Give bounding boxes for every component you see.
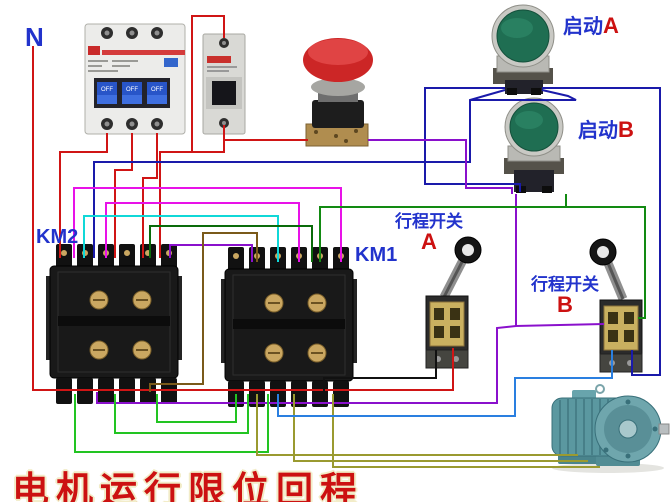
magenta-loop-inner-wire [105, 202, 300, 262]
breaker-red-stripe [102, 50, 185, 55]
breaker-top-loop-wire [191, 15, 225, 152]
start-a-left-wire [93, 89, 506, 258]
limit-switch-a[interactable] [425, 236, 482, 369]
green-to-limit-b-wire [566, 206, 646, 319]
limit-a-label: 行程开关 A [391, 207, 467, 254]
start-a-label-letter: A [603, 13, 619, 38]
breaker-spec-text-lines [88, 58, 178, 72]
start-a-label-text: 启动 [563, 16, 603, 38]
phase-wire-2 [114, 133, 133, 258]
breaker-toggles[interactable]: OFF OFF OFF [94, 78, 170, 108]
cyan-loop-wire [83, 215, 279, 262]
contactor-km1 [221, 247, 357, 407]
breaker-off-label: OFF [126, 87, 138, 93]
page-title: 电机运行限位回程 [12, 468, 364, 502]
phase-wire-1 [59, 133, 108, 258]
stop-to-start-b-wire [368, 139, 513, 194]
limit-a-black-wire [323, 350, 437, 394]
wire-layer [32, 15, 661, 468]
km1-label: KM1 [355, 244, 398, 266]
km2-main-screws [89, 290, 152, 360]
breaker-bottom-terminals [101, 118, 163, 130]
stop-mushroom-button[interactable] [303, 38, 373, 147]
start-a-bridge-wire [470, 89, 577, 101]
breaker-brand-mark [88, 46, 100, 55]
start-b-label-letter: B [618, 117, 634, 142]
breaker-top-terminals [101, 27, 163, 39]
start-a-label: 启动A [563, 10, 619, 39]
neutral-wire [32, 46, 454, 391]
neutral-label: N [25, 22, 44, 52]
km1-main-screws [264, 293, 327, 363]
motor-shaft [658, 423, 670, 435]
limit-b-label-letter: B [557, 292, 573, 317]
start-b-label-text: 启动 [578, 120, 618, 142]
start-b-label: 启动B [578, 114, 634, 143]
limit-a-label-letter: A [421, 229, 437, 254]
contactor-km2 [46, 244, 182, 404]
limit-b-label: 行程开关 B [526, 270, 604, 317]
stop-button-body [312, 100, 364, 128]
motor [551, 384, 670, 473]
brown-loop-wire [149, 232, 258, 392]
green-loop-outer-wire [74, 394, 269, 453]
phase-wire-3 [142, 133, 158, 258]
single-breaker-label-tag [207, 56, 231, 63]
km1-to-start-b-green-wire [319, 194, 567, 262]
start-a-to-b-wire [424, 87, 521, 192]
start-button-a[interactable] [491, 4, 555, 95]
limit-a-label-text: 行程开关 [395, 212, 463, 231]
start-a-right-edge-wire [542, 87, 661, 376]
km2-bottom-purple-wire [96, 325, 517, 404]
motor-wire-3 [332, 394, 600, 468]
magenta-loop-outer-wire [73, 187, 342, 262]
breaker-off-label: OFF [151, 87, 163, 93]
single-pole-breaker[interactable] [202, 33, 246, 135]
breaker-off-label: OFF [101, 87, 113, 93]
km2-km1-purple-wire [169, 244, 253, 262]
km2-label: KM2 [36, 226, 79, 248]
limit-b-label-text: 行程开关 [531, 275, 599, 294]
green-loop-inner-wire [156, 394, 237, 423]
dark-green-loop-wire [149, 225, 313, 262]
limit-switch-b[interactable] [589, 238, 643, 373]
limit-b-blue-wire [277, 350, 613, 417]
green-loop-middle-wire [114, 394, 249, 434]
single-breaker-toggle[interactable] [212, 81, 236, 105]
three-pole-breaker[interactable]: OFF OFF OFF [84, 23, 186, 135]
motor-wire-1 [256, 394, 578, 456]
start-button-b[interactable] [504, 97, 564, 193]
